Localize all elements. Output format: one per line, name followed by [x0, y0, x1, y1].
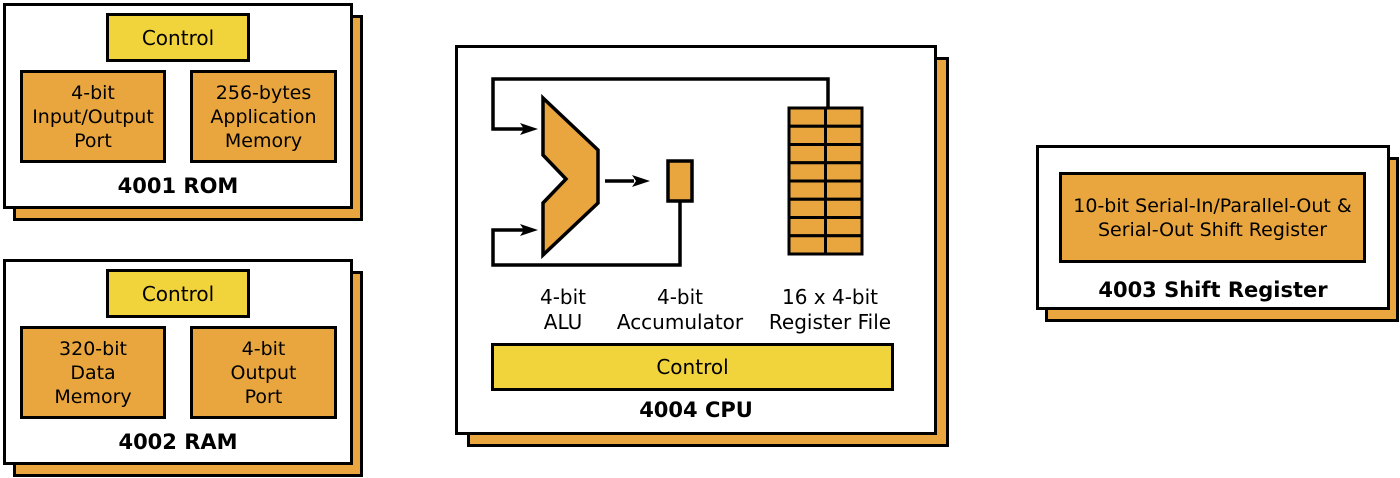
alu-output-arrowhead	[632, 175, 650, 187]
rom-io-port-line3: Port	[74, 129, 112, 152]
register-file-cell	[824, 234, 864, 256]
ram-data-memory-line2: Data	[70, 361, 116, 384]
alu-label-line2: ALU	[543, 310, 583, 334]
rom-control-block: Control	[106, 13, 250, 62]
register-file-cell	[787, 216, 827, 238]
rom-app-memory-line1: 256-bytes	[215, 81, 312, 104]
rom-app-memory-line2: Application	[210, 105, 317, 128]
register-file-cell	[787, 106, 827, 128]
ram-data-memory-line3: Memory	[54, 385, 132, 408]
ram-chip-card: Control 320-bit Data Memory 4-bit Output…	[3, 259, 353, 465]
ram-output-port-line3: Port	[244, 385, 283, 408]
alu-upper-input-arrowhead	[520, 123, 538, 135]
ram-control-block: Control	[106, 269, 250, 318]
ram-data-memory-block: 320-bit Data Memory	[20, 326, 166, 419]
register-file-label-line1: 16 x 4-bit	[781, 285, 879, 309]
register-file-cell	[824, 197, 864, 219]
shift-register-line2: Serial-Out Shift Register	[1097, 218, 1328, 241]
rom-chip-card: Control 4-bit Input/Output Port 256-byte…	[3, 3, 353, 209]
alu-label: 4-bit ALU	[503, 285, 623, 335]
shift-register-block: 10-bit Serial-In/Parallel-Out & Serial-O…	[1059, 172, 1366, 263]
accumulator-label-line2: Accumulator	[616, 310, 744, 334]
ram-output-port-line2: Output	[230, 361, 297, 384]
rom-io-port-line2: Input/Output	[32, 105, 154, 128]
alu-symbol	[541, 93, 600, 260]
rom-io-port-line1: 4-bit	[71, 81, 115, 104]
register-file-grid	[787, 106, 864, 256]
accumulator-label-line1: 4-bit	[656, 285, 704, 309]
rom-app-memory-block: 256-bytes Application Memory	[190, 70, 337, 163]
shift-chip-card: 10-bit Serial-In/Parallel-Out & Serial-O…	[1036, 145, 1390, 310]
accumulator-to-alu-wire	[491, 201, 682, 267]
register-file-cell	[824, 179, 864, 201]
register-file-cell	[787, 197, 827, 219]
register-file-cell	[787, 143, 827, 165]
rom-control-label: Control	[141, 25, 215, 50]
alu-lower-input-arrowhead	[520, 224, 538, 236]
register-file-cell	[824, 106, 864, 128]
ram-chip-title: 4002 RAM	[118, 430, 238, 454]
register-file-label: 16 x 4-bit Register File	[750, 285, 910, 335]
register-file-cell	[787, 179, 827, 201]
register-file-cell	[824, 161, 864, 183]
accumulator-label: 4-bit Accumulator	[600, 285, 760, 335]
register-file-cell	[787, 124, 827, 146]
ram-control-label: Control	[141, 281, 215, 306]
accumulator-symbol	[666, 159, 694, 203]
cpu-control-label: Control	[656, 355, 729, 379]
register-file-cell	[824, 216, 864, 238]
cpu-chip-title: 4004 CPU	[639, 398, 753, 422]
ram-output-port-line1: 4-bit	[241, 337, 286, 360]
rom-chip-title: 4001 ROM	[117, 174, 239, 198]
cpu-datapath-drawing	[491, 77, 864, 267]
cpu-control-block: Control	[491, 343, 894, 391]
ram-output-port-block: 4-bit Output Port	[190, 326, 337, 419]
register-file-cell	[787, 161, 827, 183]
alu-label-line1: 4-bit	[539, 285, 587, 309]
register-file-cell	[824, 124, 864, 146]
shift-register-line1: 10-bit Serial-In/Parallel-Out &	[1073, 194, 1352, 217]
register-file-cell	[787, 234, 827, 256]
cpu-chip-card: 4-bit ALU 4-bit Accumulator 16 x 4-bit R…	[455, 45, 937, 435]
rom-io-port-block: 4-bit Input/Output Port	[20, 70, 166, 163]
register-to-alu-wire	[491, 77, 830, 131]
ram-data-memory-line1: 320-bit	[59, 337, 127, 360]
shift-chip-title: 4003 Shift Register	[1098, 278, 1328, 302]
register-file-label-line2: Register File	[768, 310, 892, 334]
register-file-cell	[824, 143, 864, 165]
rom-app-memory-line3: Memory	[224, 129, 303, 152]
